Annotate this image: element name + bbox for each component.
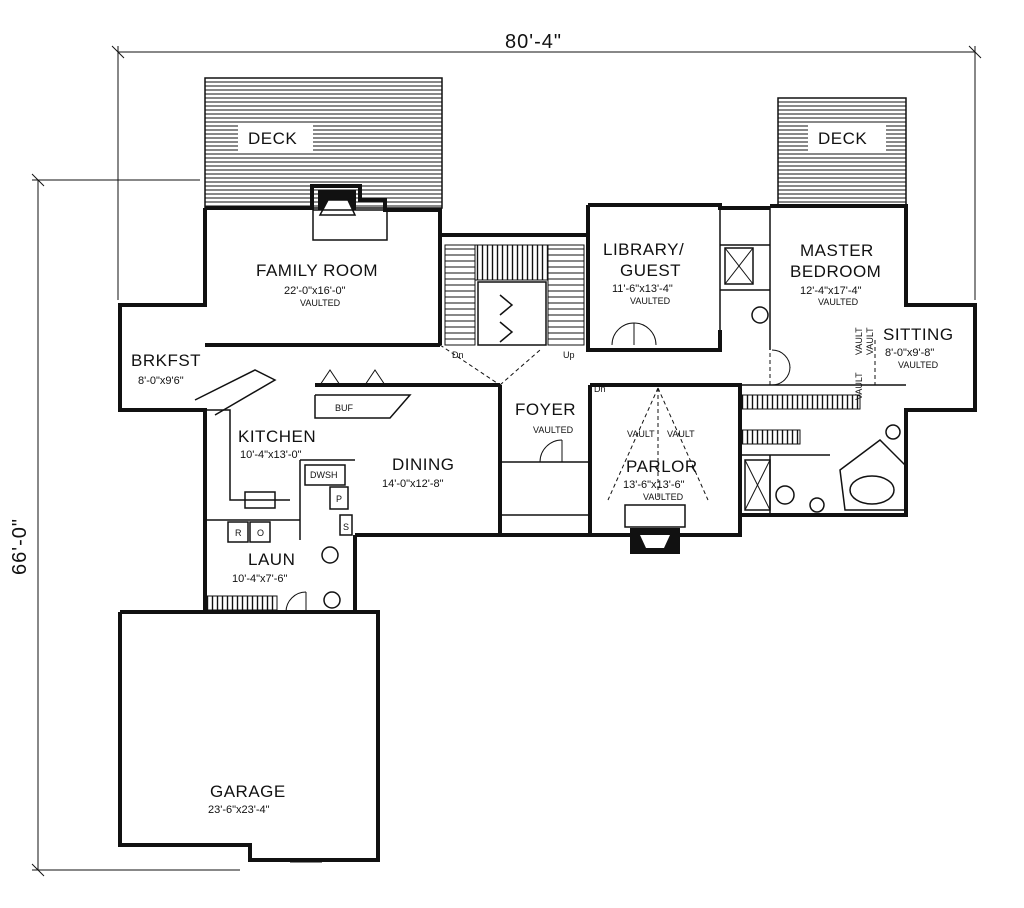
family-room-note: VAULTED [300,298,341,308]
master-bedroom-name2: BEDROOM [790,262,881,281]
dining-size: 14'-0"x12'-8" [382,478,444,490]
stair-down-label: Dn [452,350,464,360]
brkfst-size: 8'-0"x9'6" [138,375,184,387]
garage-name: GARAGE [210,782,286,801]
vault-vertical-1: VAULT [854,327,864,355]
width-dimension-label: 80'-4" [505,31,562,53]
deck-right-label: DECK [818,129,867,148]
library-name2: GUEST [620,261,681,280]
master-bedroom-size: 12'-4"x17'-4" [800,285,862,297]
parlor-vault-left: VAULT [627,429,655,439]
kitchen-name: KITCHEN [238,427,316,446]
kitchen-size: 10'-4"x13'-0" [240,449,302,461]
staircase [444,244,585,346]
dining-name: DINING [392,455,455,474]
sitting-note: VAULTED [898,360,939,370]
vault-vertical-2: VAULT [865,327,875,355]
foyer-name: FOYER [515,400,576,419]
parlor-vault-right: VAULT [667,429,695,439]
exterior-walls [118,184,977,862]
fireplace-parlor [624,504,686,554]
parlor-vault-lines [607,387,709,501]
parlor-size: 13'-6"x13'-6" [623,479,685,491]
sitting-size: 8'-0"x9'-8" [885,347,934,359]
garage-size: 23'-6"x23'-4" [208,804,270,816]
master-bedroom-name: MASTER [800,241,874,260]
width-dimension-line [111,45,982,300]
buffet-label: BUF [335,403,354,413]
deck-left-label: DECK [248,129,297,148]
deck-left [204,77,443,209]
doors [285,322,791,613]
parlor-down-label: Dn [594,384,606,394]
interior-walls [194,208,906,863]
sitting-name: SITTING [883,325,954,344]
parlor-note: VAULTED [643,492,684,502]
range-r-label: R [235,528,242,538]
family-room-name: FAMILY ROOM [256,261,378,280]
depth-dimension-label: 66'-0" [9,518,31,575]
deck-right [777,97,907,207]
pantry-label: P [336,494,342,504]
master-bedroom-note: VAULTED [818,297,859,307]
vault-vertical-3: VAULT [854,372,864,400]
stair-up-label: Up [563,350,575,360]
library-note: VAULTED [630,296,671,306]
laun-name: LAUN [248,550,295,569]
depth-dimension-line [31,173,240,877]
family-room-size: 22'-0"x16'-0" [284,285,346,297]
dishwasher-label: DWSH [310,470,338,480]
fireplace-family [312,190,388,241]
range-o-label: O [257,528,264,538]
laun-size: 10'-4"x7'-6" [232,573,288,585]
library-name: LIBRARY/ [603,240,684,259]
shelf-label: S [343,522,349,532]
parlor-name: PARLOR [626,457,698,476]
foyer-note: VAULTED [533,425,574,435]
brkfst-name: BRKFST [131,351,201,370]
master-bath-fixtures [321,306,906,609]
library-size: 11'-6"x13'-4" [612,283,673,295]
